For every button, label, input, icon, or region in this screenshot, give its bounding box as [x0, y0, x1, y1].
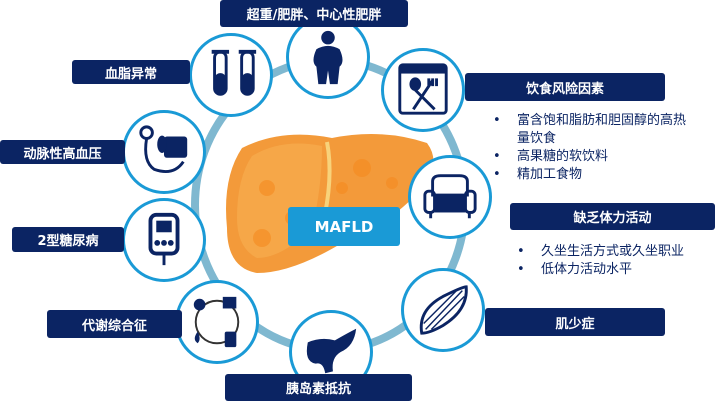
metabolic-syndrome-circle	[175, 280, 259, 364]
diet-bullet-list: 富含饱和脂肪和胆固醇的高热量饮食 高果糖的软饮料 精加工食物	[493, 112, 693, 184]
obesity-circle	[286, 15, 370, 99]
pancreas-icon	[306, 328, 357, 374]
test-tubes-icon	[211, 49, 257, 96]
diet-item: 高果糖的软饮料	[493, 148, 693, 166]
label-sarcopenia: 肌少症	[485, 308, 665, 336]
dyslipidemia-circle	[189, 33, 273, 117]
label-hypertension: 动脉性高血压	[0, 140, 125, 164]
label-diet: 饮食风险因素	[465, 73, 665, 101]
inactivity-bullet-list: 久坐生活方式或久坐职业 低体力活动水平	[517, 243, 717, 279]
blood-pressure-cuff-icon	[139, 125, 188, 173]
label-inactivity: 缺乏体力活动	[510, 203, 715, 230]
label-diabetes: 2型糖尿病	[12, 227, 124, 252]
diet-circle	[381, 48, 465, 132]
inactivity-item: 久坐生活方式或久坐职业	[517, 243, 717, 261]
sarcopenia-circle	[401, 268, 485, 352]
inactivity-item: 低体力活动水平	[517, 261, 717, 279]
mafld-center-label: MAFLD	[288, 207, 400, 246]
muscle-icon	[419, 285, 468, 335]
label-obesity: 超重/肥胖、中心性肥胖	[220, 0, 408, 27]
inactivity-circle	[408, 155, 492, 239]
metabolic-cycle-icon	[193, 296, 240, 348]
label-dyslipidemia: 血脂异常	[72, 60, 190, 84]
diet-item: 精加工食物	[493, 166, 693, 184]
sofa-icon	[423, 174, 477, 219]
label-insulin-resistance: 胰岛素抵抗	[225, 374, 412, 401]
utensils-icon	[398, 63, 448, 115]
glucose-meter-icon	[148, 212, 180, 266]
hypertension-circle	[122, 110, 206, 194]
person-icon	[313, 30, 343, 85]
diet-item: 富含饱和脂肪和胆固醇的高热量饮食	[493, 112, 693, 148]
diabetes-circle	[122, 198, 206, 282]
label-metabolic-syndrome: 代谢综合征	[47, 310, 182, 338]
